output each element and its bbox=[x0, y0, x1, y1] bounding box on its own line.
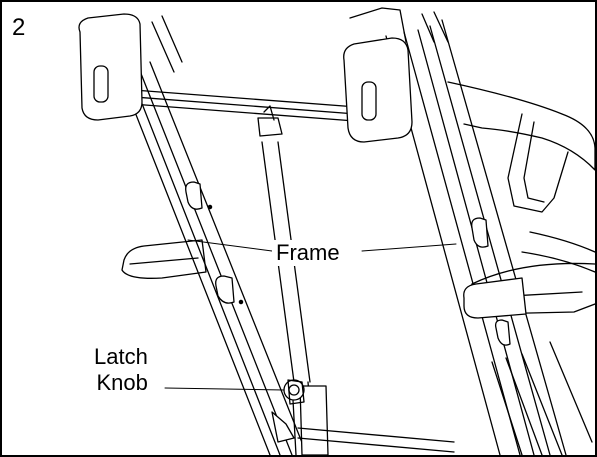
right-handrail bbox=[447, 81, 595, 455]
latch-knob-label-line1: Latch bbox=[94, 344, 148, 369]
left-end-cap bbox=[78, 13, 143, 121]
frame-leader-left bbox=[187, 239, 273, 252]
base-crossbar bbox=[271, 411, 455, 453]
center-tube bbox=[257, 105, 329, 455]
pivot-brackets bbox=[185, 181, 511, 346]
step-number: 2 bbox=[12, 14, 26, 41]
latch-knob-label: Latch Knob bbox=[94, 344, 148, 396]
right-end-cap bbox=[343, 7, 413, 143]
right-front-cap bbox=[463, 277, 527, 319]
callout-leaders bbox=[164, 239, 457, 391]
left-handrail bbox=[121, 239, 207, 279]
latch-knob-label-line2: Knob bbox=[96, 369, 148, 395]
frame-leader-right bbox=[361, 243, 457, 252]
frame-label: Frame bbox=[272, 240, 344, 266]
upper-crossbar bbox=[105, 87, 371, 123]
latch-knob-leader bbox=[164, 387, 285, 391]
